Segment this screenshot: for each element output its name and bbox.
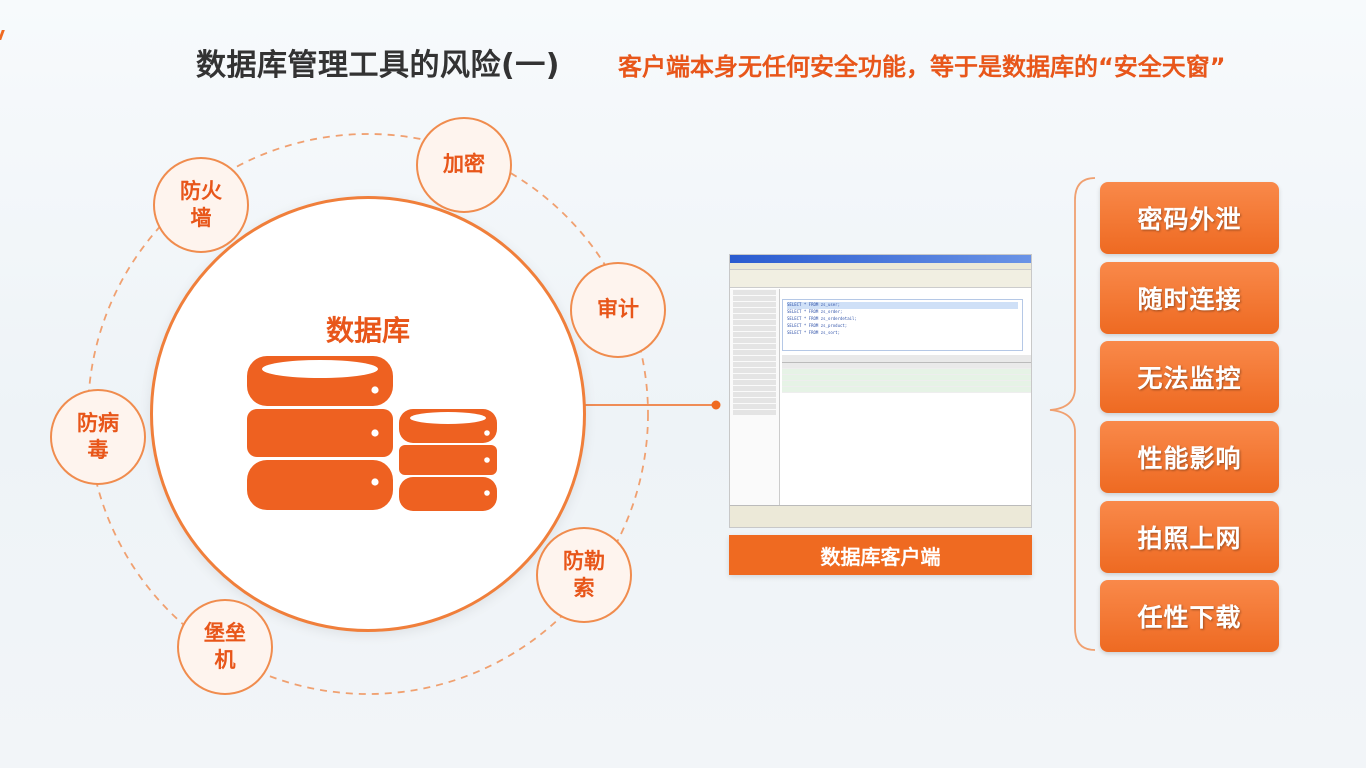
risk-free-download: 任性下载 [1100,580,1279,652]
satellite-anti-ransomware: 防勒索 [536,527,632,623]
client-screenshot: SELECT * FROM zs_user; SELECT * FROM zs_… [729,254,1032,528]
client-sql-editor: SELECT * FROM zs_user; SELECT * FROM zs_… [782,299,1023,351]
client-label: 数据库客户端 [729,535,1032,575]
satellite-bastion: 堡垒机 [177,599,273,695]
risk-anytime-connect: 随时连接 [1100,262,1279,334]
sql-line: SELECT * FROM zs_order; [787,309,843,314]
risk-performance-impact: 性能影响 [1100,421,1279,493]
orbit-ring [87,133,649,695]
database-icon [247,356,497,511]
sql-line: SELECT * FROM zs_user; [787,302,1018,309]
client-object-tree [730,289,780,505]
satellite-encryption: 加密 [416,117,512,213]
page-title: 数据库管理工具的风险(一) [196,48,560,83]
sql-line: SELECT * FROM zs_sort; [787,330,840,335]
client-toolbar [730,270,1031,288]
client-result-grid [782,363,1031,495]
client-result-tabs [782,355,1031,363]
satellite-firewall: 防火墙 [153,157,249,253]
client-menubar [730,263,1031,270]
connector-dot [711,400,721,410]
database-circle: 数据库 [150,196,586,632]
sql-line: SELECT * FROM zs_orderdetail; [787,316,857,321]
database-label: 数据库 [325,314,410,347]
risk-photo-upload: 拍照上网 [1100,501,1279,573]
satellite-antivirus: 防病毒 [50,389,146,485]
risk-password-leak: 密码外泄 [1100,182,1279,254]
sql-line: SELECT * FROM zs_product; [787,323,848,328]
satellite-audit: 审计 [570,262,666,358]
risk-brace [1049,177,1096,651]
client-statusbar [730,505,1031,527]
risk-no-monitoring: 无法监控 [1100,341,1279,413]
page-subtitle: 客户端本身无任何安全功能，等于是数据库的“安全天窗” [618,53,1226,81]
client-titlebar [730,255,1031,263]
